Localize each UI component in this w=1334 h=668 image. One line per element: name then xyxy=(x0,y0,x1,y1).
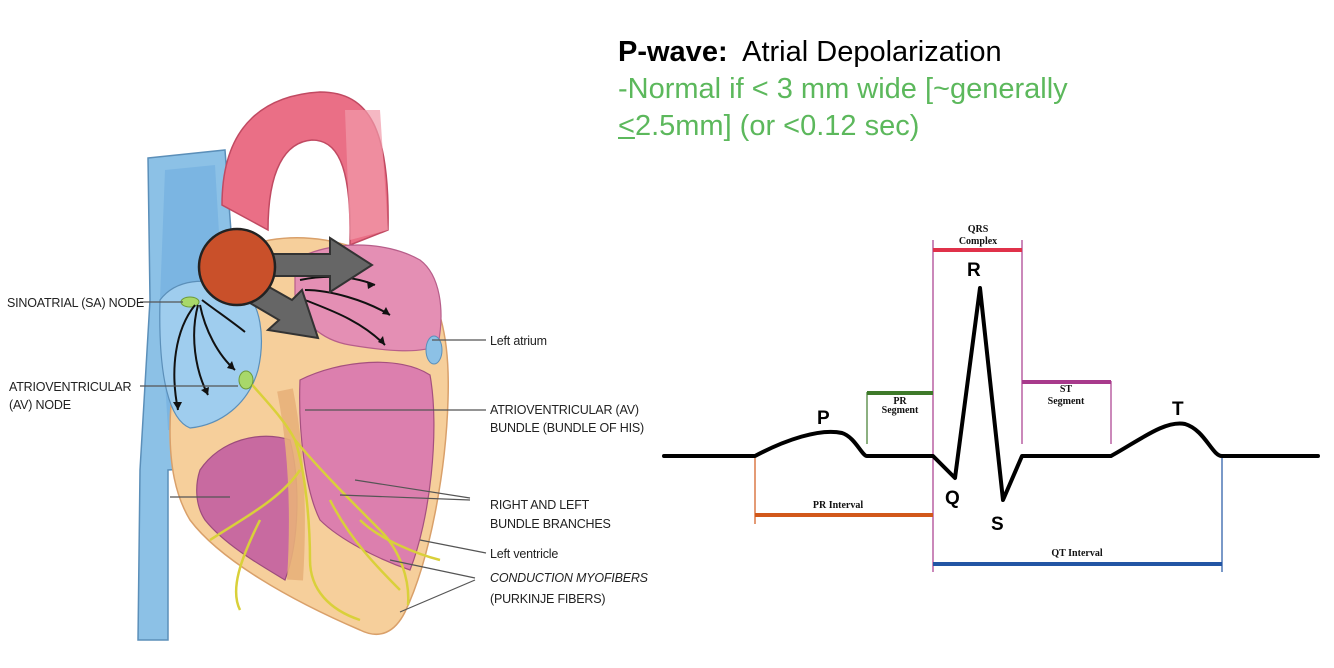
title-line-3-underlined: < xyxy=(618,110,635,142)
label-av-bundle-2: BUNDLE (BUNDLE OF HIS) xyxy=(490,421,644,435)
title-line-3: <2.5mm] (or <0.12 sec) xyxy=(618,108,1318,145)
heart-illustration: SINOATRIAL (SA) NODE ATRIOVENTRICULAR (A… xyxy=(7,91,649,641)
conduction-pathways xyxy=(209,379,441,622)
title-line-2: -Normal if < 3 mm wide [~generally xyxy=(618,73,1068,105)
av-node xyxy=(238,370,254,390)
ecg-label-qrs-1: QRS xyxy=(968,224,989,235)
ecg-diagram: P R Q S T QRS Complex PR Segment ST Segm… xyxy=(662,224,1320,572)
title-line-1: P-wave: Atrial Depolarization xyxy=(618,34,1318,71)
title-heading: P-wave: xyxy=(618,36,728,68)
ecg-label-qrs-2: Complex xyxy=(959,236,997,247)
label-purkinje-1: CONDUCTION MYOFIBERS xyxy=(490,571,649,585)
label-av-bundle-1: ATRIOVENTRICULAR (AV) xyxy=(490,403,639,417)
label-bundle-branches-1: RIGHT AND LEFT xyxy=(490,498,590,512)
ecg-label-s: S xyxy=(991,514,1004,535)
sa-node xyxy=(180,296,200,308)
ecg-label-st-segment-2: Segment xyxy=(1048,396,1085,407)
ecg-label-p: P xyxy=(817,408,830,429)
title-block: P-wave: Atrial Depolarization -Normal if… xyxy=(618,34,1318,145)
ecg-label-t: T xyxy=(1172,399,1184,420)
ecg-label-st-segment-1: ST xyxy=(1060,384,1073,395)
label-left-atrium: Left atrium xyxy=(490,334,547,348)
label-left-ventricle: Left ventricle xyxy=(490,547,558,561)
title-subject: Atrial Depolarization xyxy=(742,36,1002,68)
label-bundle-branches-2: BUNDLE BRANCHES xyxy=(490,517,611,531)
ecg-label-pr-interval: PR Interval xyxy=(813,500,863,511)
ecg-label-r: R xyxy=(967,260,981,281)
label-sa-node: SINOATRIAL (SA) NODE xyxy=(7,296,144,310)
label-av-node-2: (AV) NODE xyxy=(9,398,71,412)
ecg-waveform xyxy=(662,286,1320,502)
heart-leader-lines xyxy=(140,301,487,613)
ecg-label-q: Q xyxy=(945,488,960,509)
ecg-label-pr-segment-2: Segment xyxy=(882,405,919,416)
ecg-marker-lines xyxy=(754,240,1223,572)
ecg-label-qt-interval: QT Interval xyxy=(1051,548,1102,559)
sa-marker-circle xyxy=(197,227,277,307)
label-av-node-1: ATRIOVENTRICULAR xyxy=(9,380,131,394)
gray-arrow-lower xyxy=(248,281,320,340)
left-ventricle xyxy=(299,361,435,571)
ecg-label-pr-segment-1: PR xyxy=(893,396,907,407)
label-purkinje-2: (PURKINJE FIBERS) xyxy=(490,592,605,606)
title-line-3-rest: 2.5mm] (or <0.12 sec) xyxy=(634,110,920,142)
